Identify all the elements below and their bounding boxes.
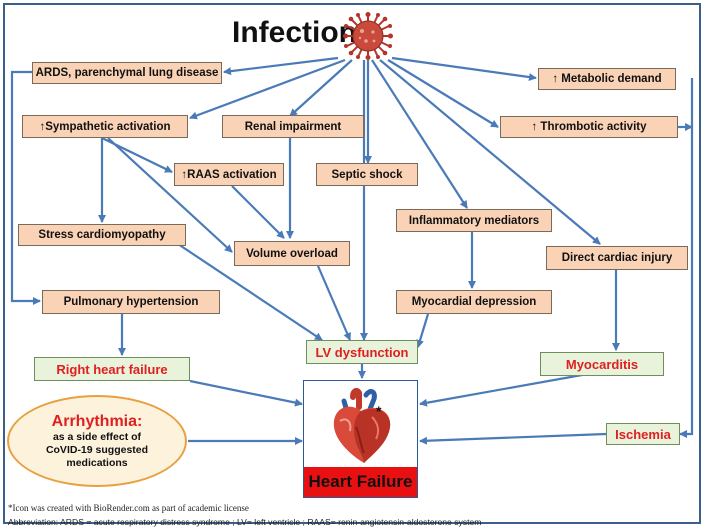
node-raas-activation: ↑RAAS activation (174, 163, 284, 186)
arrow-volume-lv (316, 265, 352, 341)
node-right-heart-failure: Right heart failure (34, 357, 190, 381)
arrow-ards-pulmonary (10, 70, 41, 305)
node-ards: ARDS, parenchymal lung disease (32, 62, 222, 84)
diagram-frame (3, 3, 701, 524)
arrhythmia-title: Arrhythmia: (51, 412, 143, 430)
arrow-myo-lv (416, 313, 430, 348)
arrow-infection-renal (289, 59, 353, 117)
arrow-ischemia-hf (419, 432, 607, 445)
arrow-infection-sympathetic (189, 58, 346, 120)
footnote-icon-credit: *Icon was created with BioRender.com as … (8, 503, 249, 513)
footnote-abbreviations: Abbreviation: ARDS = acute respiratory d… (8, 517, 482, 527)
infection-title: Infection (232, 16, 357, 49)
node-renal-impairment: Renal impairment (222, 115, 364, 138)
arrow-infection-direct (379, 59, 601, 245)
arrow-metabolic-ischemia (679, 78, 694, 438)
arrhythmia-line-2: CoVID-19 suggested (45, 443, 149, 456)
virus-icon (343, 12, 393, 60)
node-pulmonary-hypertension: Pulmonary hypertension (42, 290, 220, 314)
arrhythmia-line-3: medications (66, 456, 128, 469)
node-direct-cardiac-injury: Direct cardiac injury (546, 246, 688, 270)
node-myocarditis: Myocarditis (540, 352, 664, 376)
heart-icon (333, 387, 391, 463)
arrow-myocarditis-hf (419, 373, 583, 407)
arrhythmia-oval: Arrhythmia: as a side effect of CoVID-19… (7, 395, 187, 487)
node-stress-cardiomyopathy: Stress cardiomyopathy (18, 224, 186, 246)
node-lv-dysfunction: LV dysfunction (306, 340, 418, 364)
node-myocardial-depression: Myocardial depression (396, 290, 552, 314)
arrow-stress-lv (177, 243, 323, 341)
node-septic-shock: Septic shock (316, 163, 418, 186)
icon-footnote-asterisk: * (376, 403, 382, 419)
arrow-infection-ards (223, 56, 339, 76)
node-ischemia: Ischemia (606, 423, 680, 445)
arrow-infection-metabolic (391, 56, 537, 81)
node-thrombotic-activity: ↑ Thrombotic activity (500, 116, 678, 138)
heart-failure-box: * Heart Failure (303, 380, 418, 498)
node-volume-overload: Volume overload (234, 241, 350, 266)
node-sympathetic-activation: ↑Sympathetic activation (22, 115, 188, 138)
arrhythmia-line-1: as a side effect of (52, 430, 142, 443)
arrow-sympathetic-volume (107, 137, 233, 253)
arrow-infection-thrombotic (387, 59, 499, 128)
heart-failure-label: Heart Failure (304, 467, 417, 497)
arrow-raas-volume (231, 185, 285, 239)
arrow-righthf-hf (189, 379, 303, 407)
node-metabolic-demand: ↑ Metabolic demand (538, 68, 676, 90)
arrow-infection-inflammatory (371, 59, 468, 209)
node-inflammatory-mediators: Inflammatory mediators (396, 209, 552, 232)
